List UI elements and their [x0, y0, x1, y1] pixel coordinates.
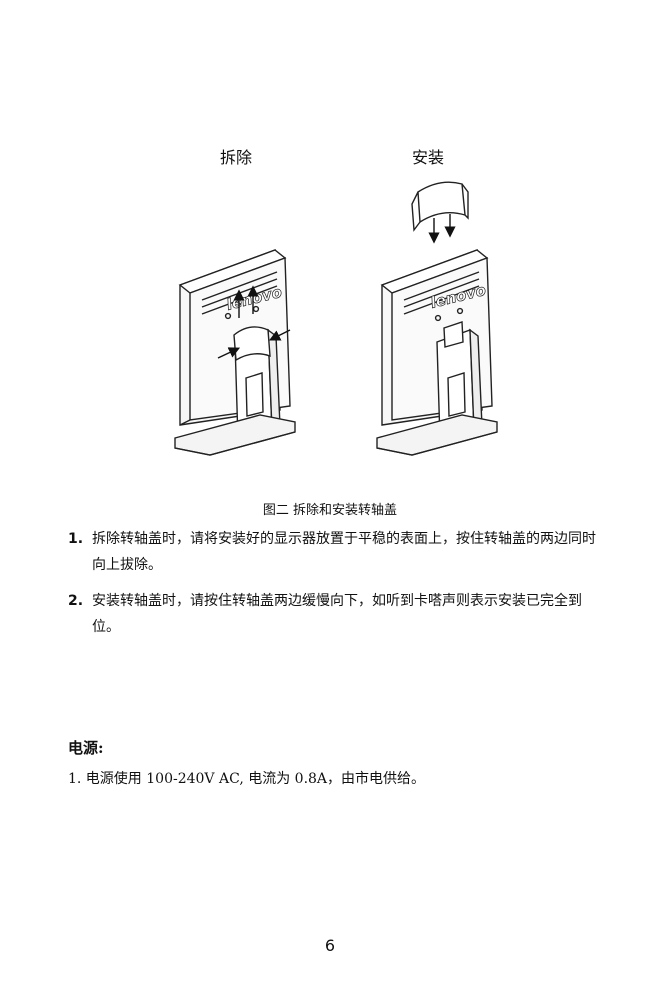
install-arrows	[428, 214, 456, 244]
removal-arrows	[217, 285, 291, 359]
monitor-right	[376, 181, 498, 456]
monitor-illustration: lenovo lenovo	[174, 181, 498, 456]
remove-label: 拆除	[220, 148, 253, 167]
power-heading: 电源:	[68, 739, 104, 757]
step-1-text: 拆除转轴盖时，请将安装好的显示器放置于平稳的表面上，按住转轴盖的两边同时向上拔除…	[92, 531, 596, 573]
step-2: 2. 安装转轴盖时，请按住转轴盖两边缓慢向下，如听到卡嗒声则表示安装已完全到位。	[68, 588, 600, 640]
monitor-left	[174, 249, 296, 456]
page-number: 6	[324, 936, 336, 955]
step-2-text: 安装转轴盖时，请按住转轴盖两边缓慢向下，如听到卡嗒声则表示安装已完全到位。	[92, 593, 582, 635]
step-1: 1. 拆除转轴盖时，请将安装好的显示器放置于平稳的表面上，按住转轴盖的两边同时向上…	[68, 526, 600, 578]
figure-caption: 图二 拆除和安装转轴盖	[262, 503, 398, 518]
step-2-number: 2.	[68, 593, 84, 609]
install-label: 安装	[412, 148, 445, 167]
step-1-number: 1.	[68, 531, 84, 547]
power-item: 1. 电源使用 100-240V AC, 电流为 0.8A，由市电供给。	[68, 771, 426, 787]
